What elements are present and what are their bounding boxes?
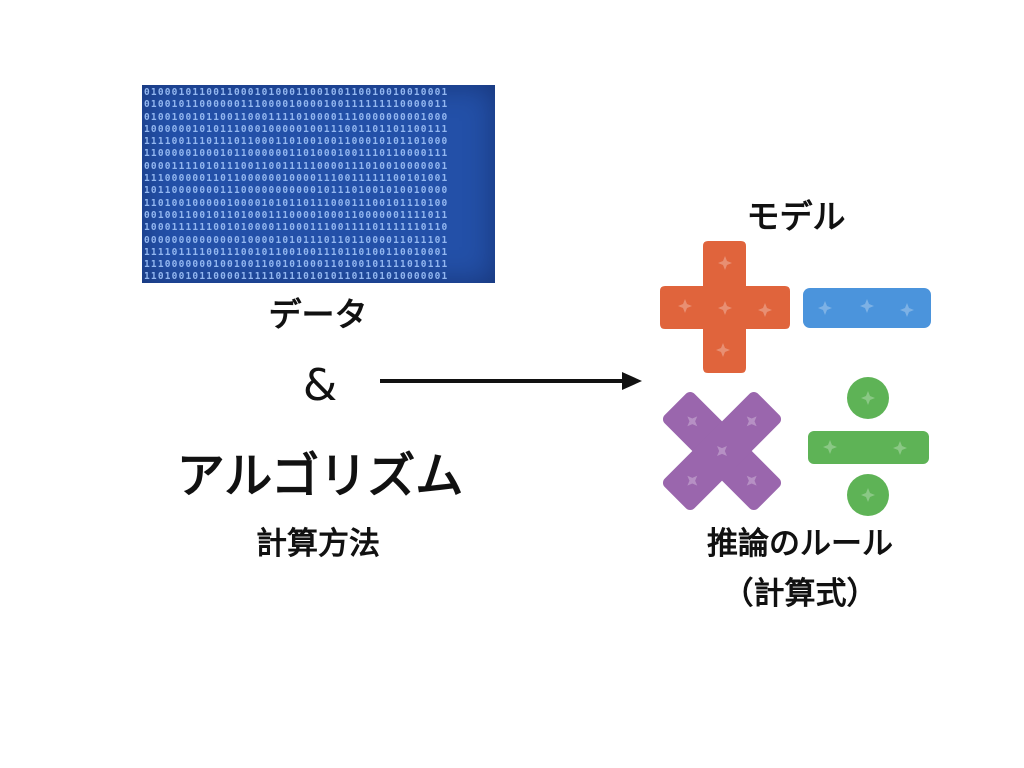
data-label: データ	[268, 295, 368, 334]
divide-icon	[808, 377, 929, 516]
calculation-method-label: 計算方法	[256, 526, 380, 562]
binary-data-image: 0100010110011000101000110010011001001001…	[142, 85, 495, 283]
right-arrow-icon	[380, 372, 642, 390]
plus-icon	[660, 241, 790, 373]
formula-label: （計算式）	[722, 576, 878, 612]
model-label: モデル	[746, 197, 846, 236]
algorithm-label: アルゴリズム	[176, 448, 464, 504]
arithmetic-symbols-illustration	[660, 241, 931, 516]
times-icon	[662, 391, 782, 511]
ampersand-label: &	[302, 360, 338, 411]
minus-icon	[803, 288, 931, 328]
inference-rules-label: 推論のルール	[707, 526, 893, 562]
